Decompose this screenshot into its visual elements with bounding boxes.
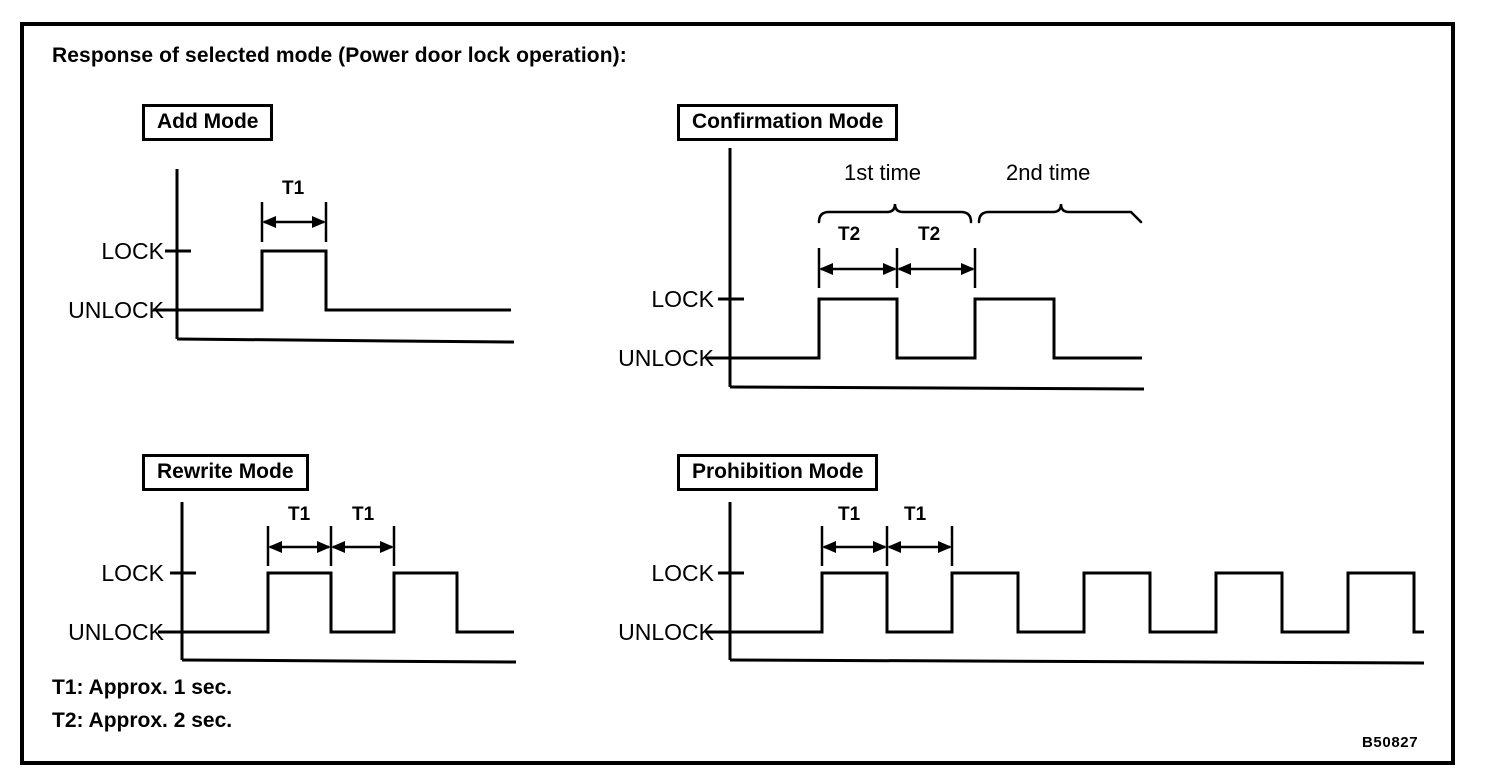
timing-mark-t1-add-mode: T1 [282,178,305,199]
figure-frame: Response of selected mode (Power door lo… [20,22,1455,765]
reference-code: B50827 [1362,734,1419,751]
axis-label-unlock-add-mode: UNLOCK [68,297,164,323]
axis-label-lock-prohibition-mode: LOCK [651,560,714,586]
timing-mark-t1-prohibition-first: T1 [838,504,861,525]
timing-mark-t1-rewrite-second: T1 [352,504,375,525]
axis-label-lock-rewrite-mode: LOCK [101,560,164,586]
axis-label-unlock-prohibition-mode: UNLOCK [618,619,714,645]
panel-title-add-mode: Add Mode [142,104,274,141]
panel-title-prohibition-mode: Prohibition Mode [677,454,879,491]
axis-label-unlock-rewrite-mode: UNLOCK [68,619,164,645]
brace-label-2nd-time: 2nd time [1006,160,1091,185]
timing-mark-t2-first: T2 [838,224,861,245]
timing-mark-t1-prohibition-second: T1 [904,504,927,525]
panel-title-rewrite-mode: Rewrite Mode [142,454,309,491]
waveform-rewrite-mode [158,502,517,664]
legend-t1: T1: Approx. 1 sec. [52,676,233,699]
axis-label-lock-confirmation-mode: LOCK [651,286,714,312]
waveform-prohibition-mode [706,502,1425,665]
axis-label-unlock-confirmation-mode: UNLOCK [618,345,714,371]
timing-mark-t1-rewrite-first: T1 [288,504,311,525]
page-title: Response of selected mode (Power door lo… [52,44,627,67]
axis-label-lock-add-mode: LOCK [101,238,164,264]
panel-title-confirmation-mode: Confirmation Mode [677,104,899,141]
legend-t2: T2: Approx. 2 sec. [52,709,233,732]
brace-label-1st-time: 1st time [844,160,922,185]
waveform-add-mode [153,169,515,344]
timing-mark-t2-second: T2 [918,224,941,245]
waveform-confirmation-mode [706,148,1145,391]
